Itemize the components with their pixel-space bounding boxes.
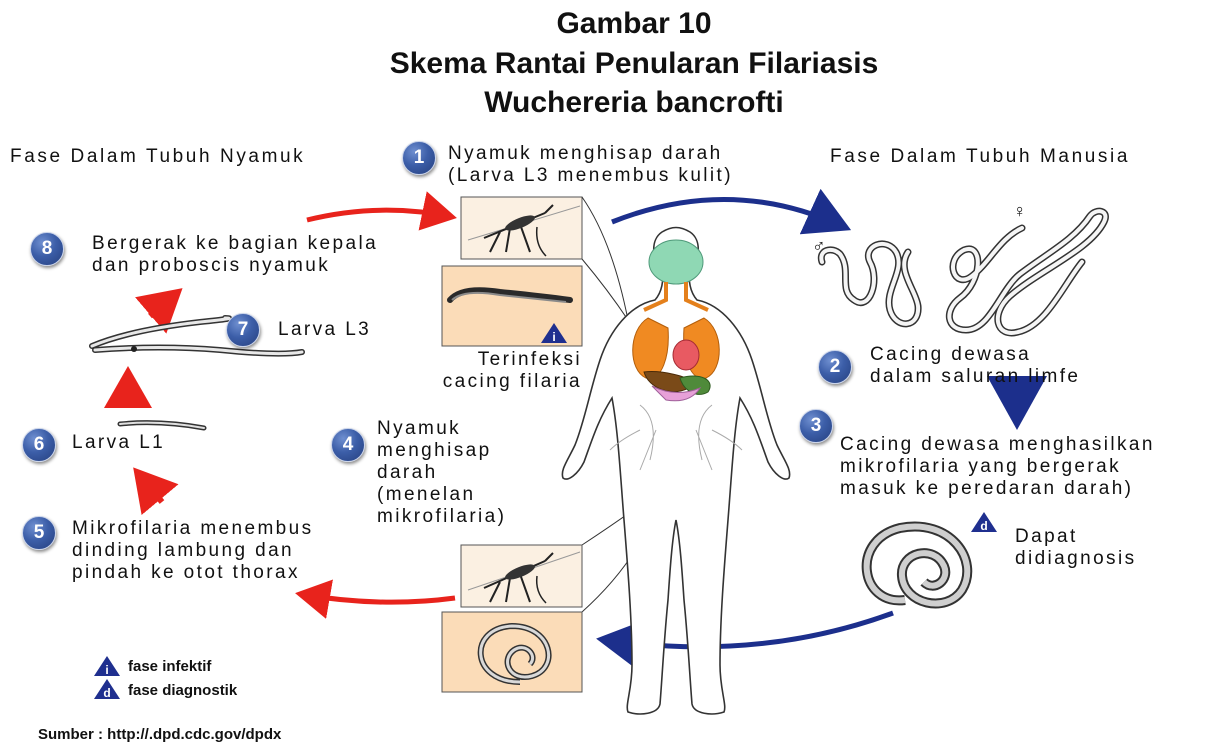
step-5-text: Mikrofilaria menembus dinding lambung da…	[72, 518, 314, 584]
infected-annotation: Terinfeksi cacing filaria	[432, 349, 582, 393]
step-3-badge: 3	[799, 409, 833, 443]
svg-text:i: i	[552, 330, 555, 344]
legend-infective-label: fase infektif	[128, 658, 211, 675]
legend-diagnostic-icon: d	[93, 678, 121, 700]
larva-l1-illustration	[120, 423, 204, 428]
larva-l3-illustration	[92, 318, 302, 354]
female-symbol: ♀	[1013, 201, 1027, 222]
arrow-to-human-bite	[307, 210, 452, 220]
step-5-badge: 5	[22, 516, 56, 550]
legend-diagnostic-label: fase diagnostik	[128, 682, 237, 699]
step-4-text: Nyamuk menghisap darah (menelan mikrofil…	[377, 418, 506, 528]
svg-text:d: d	[980, 519, 987, 533]
figure-number: Gambar 10	[0, 6, 1210, 42]
page-title: Skema Rantai Penularan Filariasis	[0, 46, 1210, 82]
male-symbol: ♂	[812, 236, 826, 257]
arrow-step5-to-larva-l1	[137, 472, 162, 502]
step-4-badge: 4	[331, 428, 365, 462]
human-body-illustration	[562, 228, 789, 714]
arrow-to-adult-worms	[612, 199, 842, 226]
mosquito-biting-panel-bottom	[461, 545, 582, 607]
mosquito-biting-panel-top	[461, 197, 582, 259]
adult-worms-illustration	[821, 211, 1105, 333]
microfilaria-illustration	[867, 526, 968, 603]
svg-text:i: i	[105, 663, 108, 677]
arrow-l3-to-step8	[150, 292, 178, 316]
arrow-mosquito-to-step5	[300, 594, 455, 602]
step-8-badge: 8	[30, 232, 64, 266]
step-3-text: Cacing dewasa menghasilkan mikrofilaria …	[840, 434, 1155, 500]
step-7-text: Larva L3	[278, 319, 371, 341]
step-2-text: Cacing dewasa dalam saluran limfe	[870, 344, 1080, 388]
step-6-badge: 6	[22, 428, 56, 462]
page-subtitle: Wuchereria bancrofti	[0, 85, 1210, 121]
phase-human-label: Fase Dalam Tubuh Manusia	[830, 146, 1130, 168]
svg-text:d: d	[103, 686, 110, 700]
phase-mosquito-label: Fase Dalam Tubuh Nyamuk	[10, 146, 305, 168]
step-6-text: Larva L1	[72, 432, 165, 454]
step-8-text: Bergerak ke bagian kepala dan proboscis …	[92, 233, 378, 277]
legend-infective-icon: i	[93, 655, 121, 677]
step-7-badge: 7	[226, 313, 260, 347]
diagnosable-annotation: Dapat didiagnosis	[1015, 526, 1136, 570]
step-1-badge: 1	[402, 141, 436, 175]
microfilaria-panel	[442, 612, 582, 692]
diagnostic-triangle-icon: d	[970, 511, 998, 533]
step-1-text: Nyamuk menghisap darah (Larva L3 menembu…	[448, 143, 733, 187]
step-2-badge: 2	[818, 350, 852, 384]
source-citation: Sumber : http://.dpd.cdc.gov/dpdx	[38, 726, 281, 743]
infective-triangle-icon: i	[540, 322, 568, 344]
